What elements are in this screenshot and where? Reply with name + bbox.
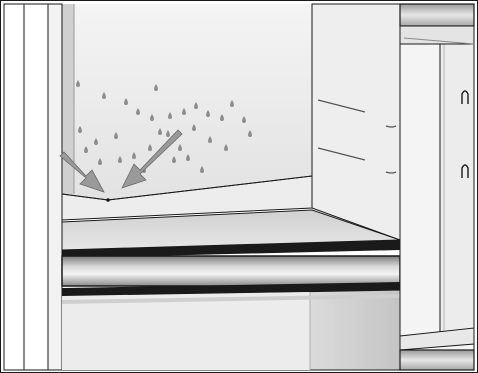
fridge-door [400,4,474,370]
door-shelf-top [400,4,474,44]
crisper-drawer [62,256,400,370]
fridge-left-frame [4,4,62,370]
drawer-handle-strip [62,256,400,286]
drain-hole [106,198,110,202]
